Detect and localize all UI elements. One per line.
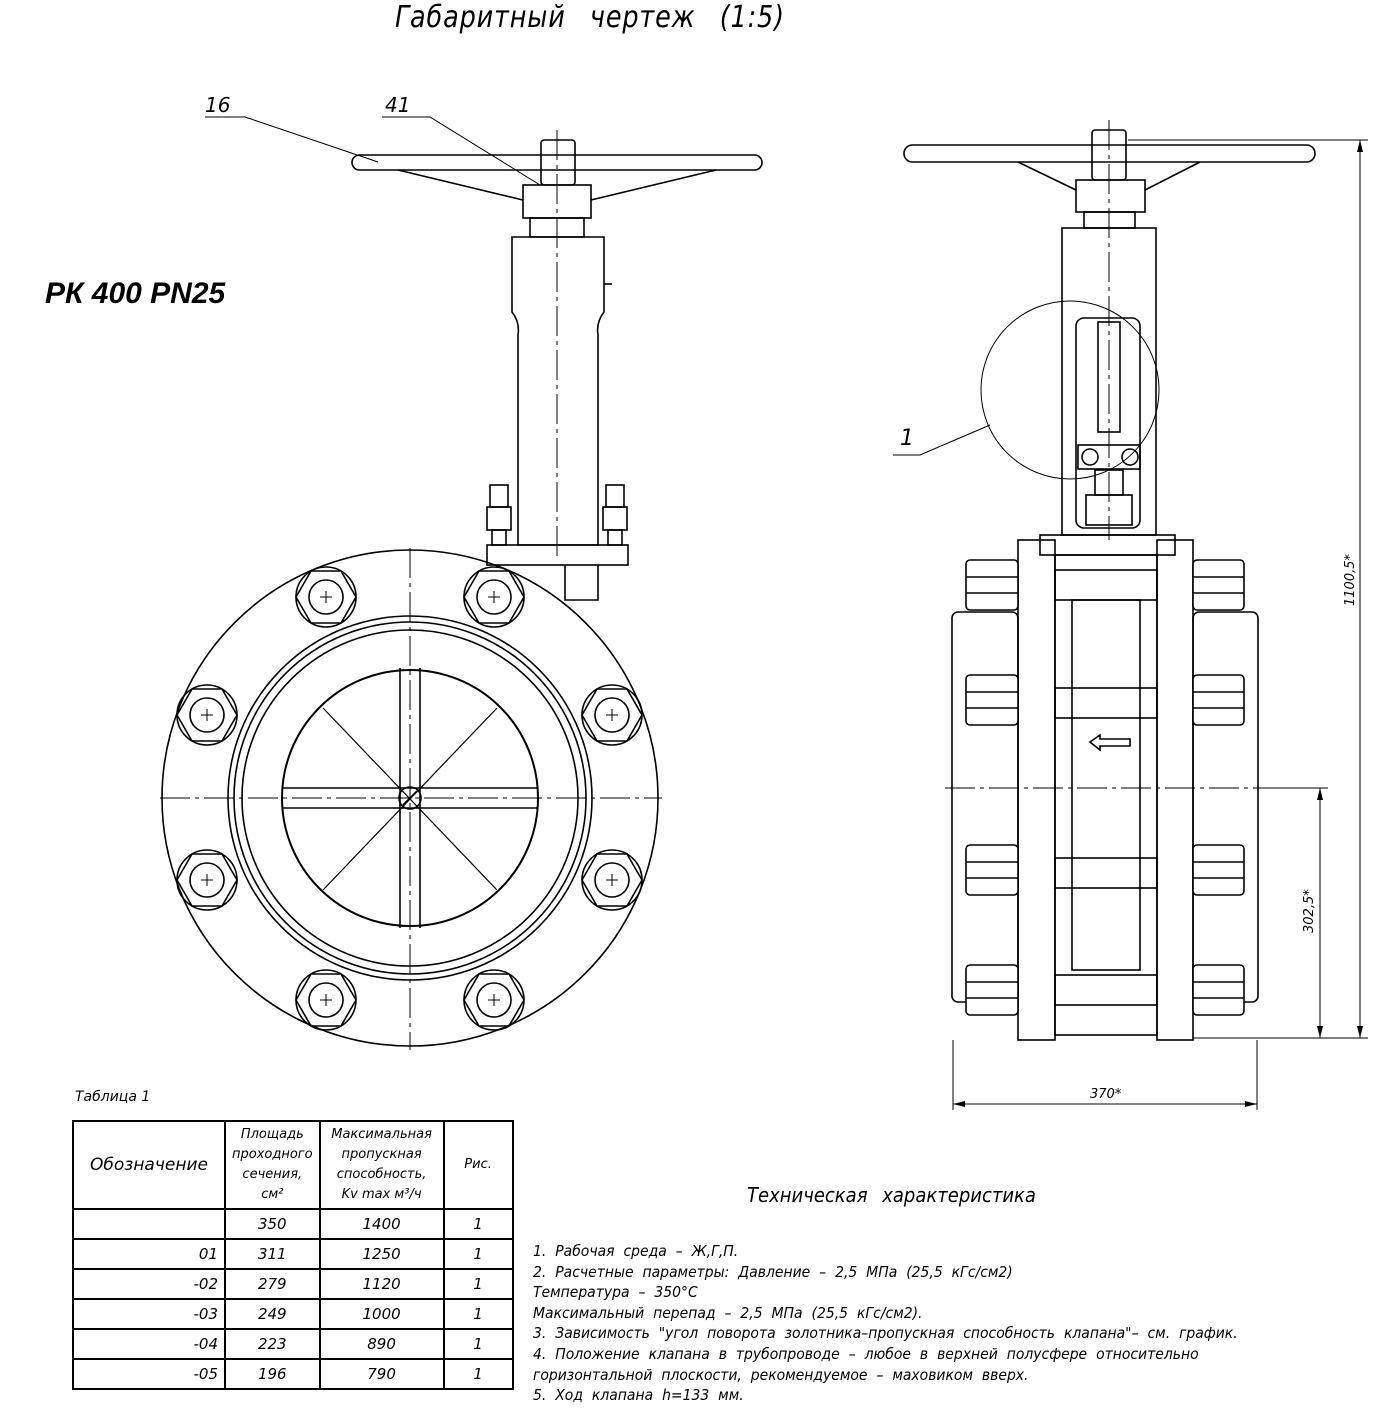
cell-area: 350 [224,1208,321,1240]
col-area: Площадь проходного сечения, см² [224,1120,321,1210]
bonnet-bolt [486,484,512,546]
cell-designation: 01 [72,1238,226,1270]
flange-bolt [463,566,525,628]
flange-bolt [176,684,238,746]
cell-area: 196 [224,1358,321,1390]
flange-bolt [581,684,643,746]
col-figure: Рис. [442,1120,514,1210]
tech-line: 1. Рабочая среда – Ж,Г,П. [533,1242,739,1260]
cell-capacity: 890 [318,1328,445,1360]
cell-figure: 1 [442,1208,514,1240]
tech-line: Максимальный перепад – 2,5 МПа (25,5 кГс… [533,1303,923,1322]
flange-bolt [295,566,357,628]
dim-width: 370* [1090,1087,1122,1102]
cell-designation [72,1208,226,1240]
tech-list: 1. Рабочая среда – Ж,Г,П. 2. Расчетные п… [533,1241,1238,1406]
side-bolt [965,964,1019,1016]
side-view [903,120,1320,1041]
cell-designation: -03 [72,1298,226,1330]
cell-designation: -05 [72,1358,226,1390]
cell-figure: 1 [442,1358,514,1390]
bonnet-bolt [602,484,628,546]
cell-capacity: 1120 [318,1268,445,1300]
cell-figure: 1 [442,1298,514,1330]
cell-designation: -02 [72,1268,226,1300]
cell-capacity: 790 [318,1358,445,1390]
flange-bolt [295,969,357,1031]
dim-height: 1100,5* [1343,554,1358,606]
tech-line: 3. Зависимость "угол поворота золотника–… [533,1324,1238,1343]
tech-line: Температура – 350°С [533,1283,698,1302]
drawing-title: Габаритный чертеж (1:5) [395,0,785,35]
cell-figure: 1 [442,1238,514,1270]
side-bolt [965,559,1019,611]
detail-circle [980,300,1160,480]
tech-line: 5. Ход клапана h=133 мм. [533,1386,744,1405]
col-capacity: Максимальная пропускная способность, Kv … [318,1120,445,1210]
callout-1: 1 [900,426,914,451]
cell-figure: 1 [442,1268,514,1300]
col-designation: Обозначение [72,1120,226,1210]
callout-41: 41 [385,93,410,117]
tech-line: горизонтальной плоскости, рекомендуемое … [533,1365,1029,1384]
cell-capacity: 1400 [318,1208,445,1240]
side-bolt [965,674,1019,726]
cell-area: 311 [224,1238,321,1270]
side-bolt [1192,844,1245,896]
table-header-row: Обозначение Площадь проходного сечения, … [72,1120,514,1210]
flange-outer [161,549,659,1047]
tech-line: 2. Расчетные параметры: Давление – 2,5 М… [533,1262,1013,1281]
tech-title: Техническая характеристика [747,1183,1036,1207]
table-caption: Таблица 1 [75,1089,151,1105]
cell-area: 249 [224,1298,321,1330]
side-bolt [1192,674,1245,726]
handwheel [351,154,763,171]
front-view [160,130,763,1050]
model-label: РК 400 PN25 [45,277,226,310]
dim-axis-height: 302,5* [1302,889,1317,933]
cell-area: 223 [224,1328,321,1360]
flange-bolt [581,849,643,911]
tech-line: 4. Положение клапана в трубопроводе – лю… [533,1344,1199,1363]
side-bolt [1192,559,1245,611]
cell-capacity: 1000 [318,1298,445,1330]
flange-bolt [463,969,525,1031]
cell-area: 279 [224,1268,321,1300]
cell-capacity: 1250 [318,1238,445,1270]
cell-designation: -04 [72,1328,226,1360]
flange-bolt [176,849,238,911]
side-bolt [965,844,1019,896]
variants-table: Обозначение Площадь проходного сечения, … [72,1120,514,1390]
side-bolt [1192,964,1245,1016]
cell-figure: 1 [442,1328,514,1360]
callout-16: 16 [205,93,230,117]
